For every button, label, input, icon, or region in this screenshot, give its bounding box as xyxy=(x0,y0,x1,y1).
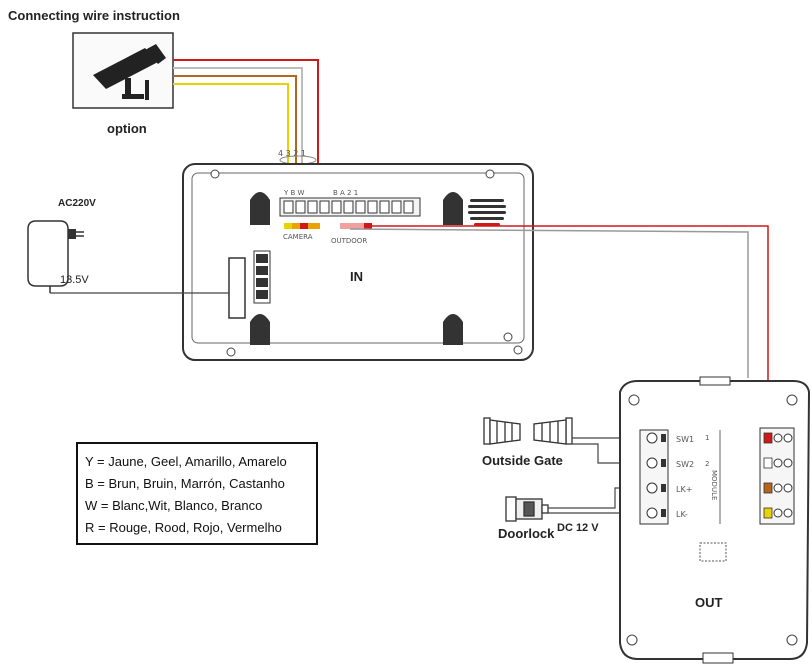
legend-item-brown: B = Brun, Bruin, Marrón, Castanho xyxy=(85,476,285,491)
outdoor-port-label: OUTDOOR xyxy=(331,237,367,245)
indoor-monitor: Y B W B A 2 1 CAMERA OUTDOOR xyxy=(182,163,534,361)
gate-label: Outside Gate xyxy=(482,453,563,468)
camera-wires xyxy=(173,59,319,198)
wire-red xyxy=(173,59,319,198)
screw-icon xyxy=(210,169,523,357)
terminal-sw2: SW2 xyxy=(676,460,694,469)
legend-item-yellow: Y = Jaune, Geel, Amarillo, Amarelo xyxy=(85,454,287,469)
lock-voltage-label: DC 12 V xyxy=(557,522,599,534)
legend-item-white: W = Blanc,Wit, Blanco, Branco xyxy=(85,498,262,513)
power-connector xyxy=(253,250,271,304)
legend-item-red: R = Rouge, Rood, Rojo, Vermelho xyxy=(85,520,282,535)
indoor-label: IN xyxy=(350,269,363,284)
wire-white xyxy=(173,67,303,198)
color-legend: Y = Jaune, Geel, Amarillo, Amarelo B = B… xyxy=(76,442,318,545)
camera-terminal-labels: Y B W xyxy=(283,189,305,197)
wire-red-long xyxy=(364,225,769,425)
screw-icon xyxy=(626,394,798,646)
mount-hole xyxy=(250,192,463,345)
top-clip xyxy=(699,376,731,386)
camera-option-label: option xyxy=(107,121,147,136)
module-label: MODULE xyxy=(710,470,718,500)
wire-grey-long xyxy=(349,228,749,378)
wire-yellow xyxy=(173,83,289,198)
plug-icon xyxy=(68,229,76,239)
power-socket xyxy=(228,257,246,319)
terminal-lk-plus: LK+ xyxy=(676,485,692,494)
power-input-label: AC220V xyxy=(58,198,96,209)
outdoor-wires xyxy=(349,225,769,425)
channel-1: 1 xyxy=(705,434,709,442)
gate-icon xyxy=(483,417,573,445)
power-adapter: AC220V 13.5V xyxy=(27,198,96,293)
lock-terminal-block xyxy=(639,429,669,525)
doorlock-label: Doorlock xyxy=(498,526,555,541)
wire-numbers: 4 3 2 1 xyxy=(278,149,306,158)
outdoor-station: SW1 SW2 LK+ LK- 1 2 MODULE OUT xyxy=(619,376,811,664)
outdoor-connector xyxy=(340,223,372,229)
wire-brown xyxy=(173,75,297,198)
sensor-square xyxy=(699,542,727,562)
outdoor-label: OUT xyxy=(695,595,723,610)
doorlock-icon xyxy=(505,496,549,522)
outdoor-terminal-labels: B A 2 1 xyxy=(333,189,358,197)
legend-box xyxy=(76,442,318,545)
bottom-clip xyxy=(702,652,734,664)
terminal-sw1: SW1 xyxy=(676,435,694,444)
channel-2: 2 xyxy=(705,460,709,468)
diagram-title: Connecting wire instruction xyxy=(8,8,180,23)
camera-icon xyxy=(93,44,166,100)
terminal-lk-minus: LK- xyxy=(676,510,688,519)
camera-unit: option xyxy=(72,32,174,136)
camera-port-label: CAMERA xyxy=(283,233,313,241)
bus-terminal-block xyxy=(759,427,795,525)
power-output-label: 13.5V xyxy=(60,274,89,286)
terminal-block xyxy=(279,197,421,217)
